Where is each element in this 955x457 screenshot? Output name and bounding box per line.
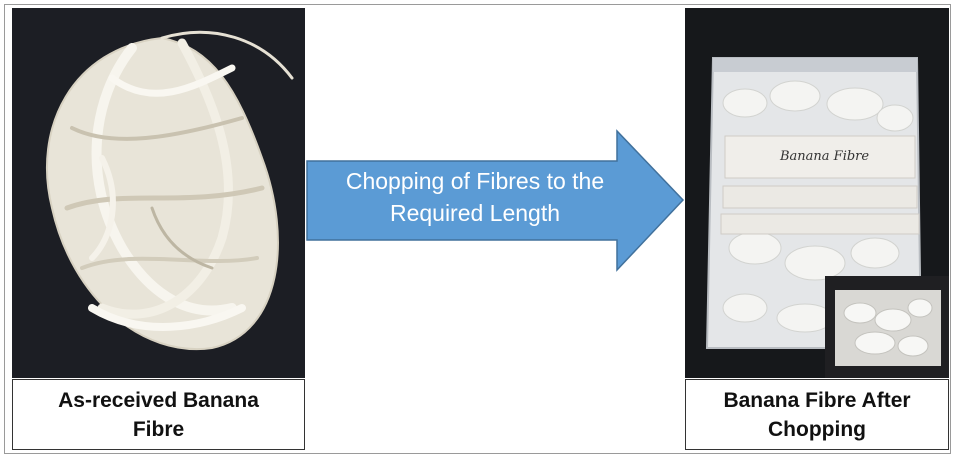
arrow-label-line1: Chopping of Fibres to the [305,165,645,197]
raw-banana-fibre-photo [12,8,305,378]
arrow-label-line2: Required Length [305,197,645,229]
raw-fibre-caption: As-received Banana Fibre [12,379,305,450]
raw-fibre-caption-line1: As-received Banana [58,386,259,415]
bag-handwritten-label: Banana Fibre [779,149,869,164]
chopped-fibre-caption-line2: Chopping [768,415,866,444]
chopped-banana-fibre-photo: Banana Fibre [685,8,949,378]
chopped-fibre-caption-line1: Banana Fibre After [723,386,910,415]
raw-fibre-caption-line2: Fibre [133,415,184,444]
chopped-fibre-caption: Banana Fibre After Chopping [685,379,949,450]
arrow-label: Chopping of Fibres to the Required Lengt… [305,165,645,229]
